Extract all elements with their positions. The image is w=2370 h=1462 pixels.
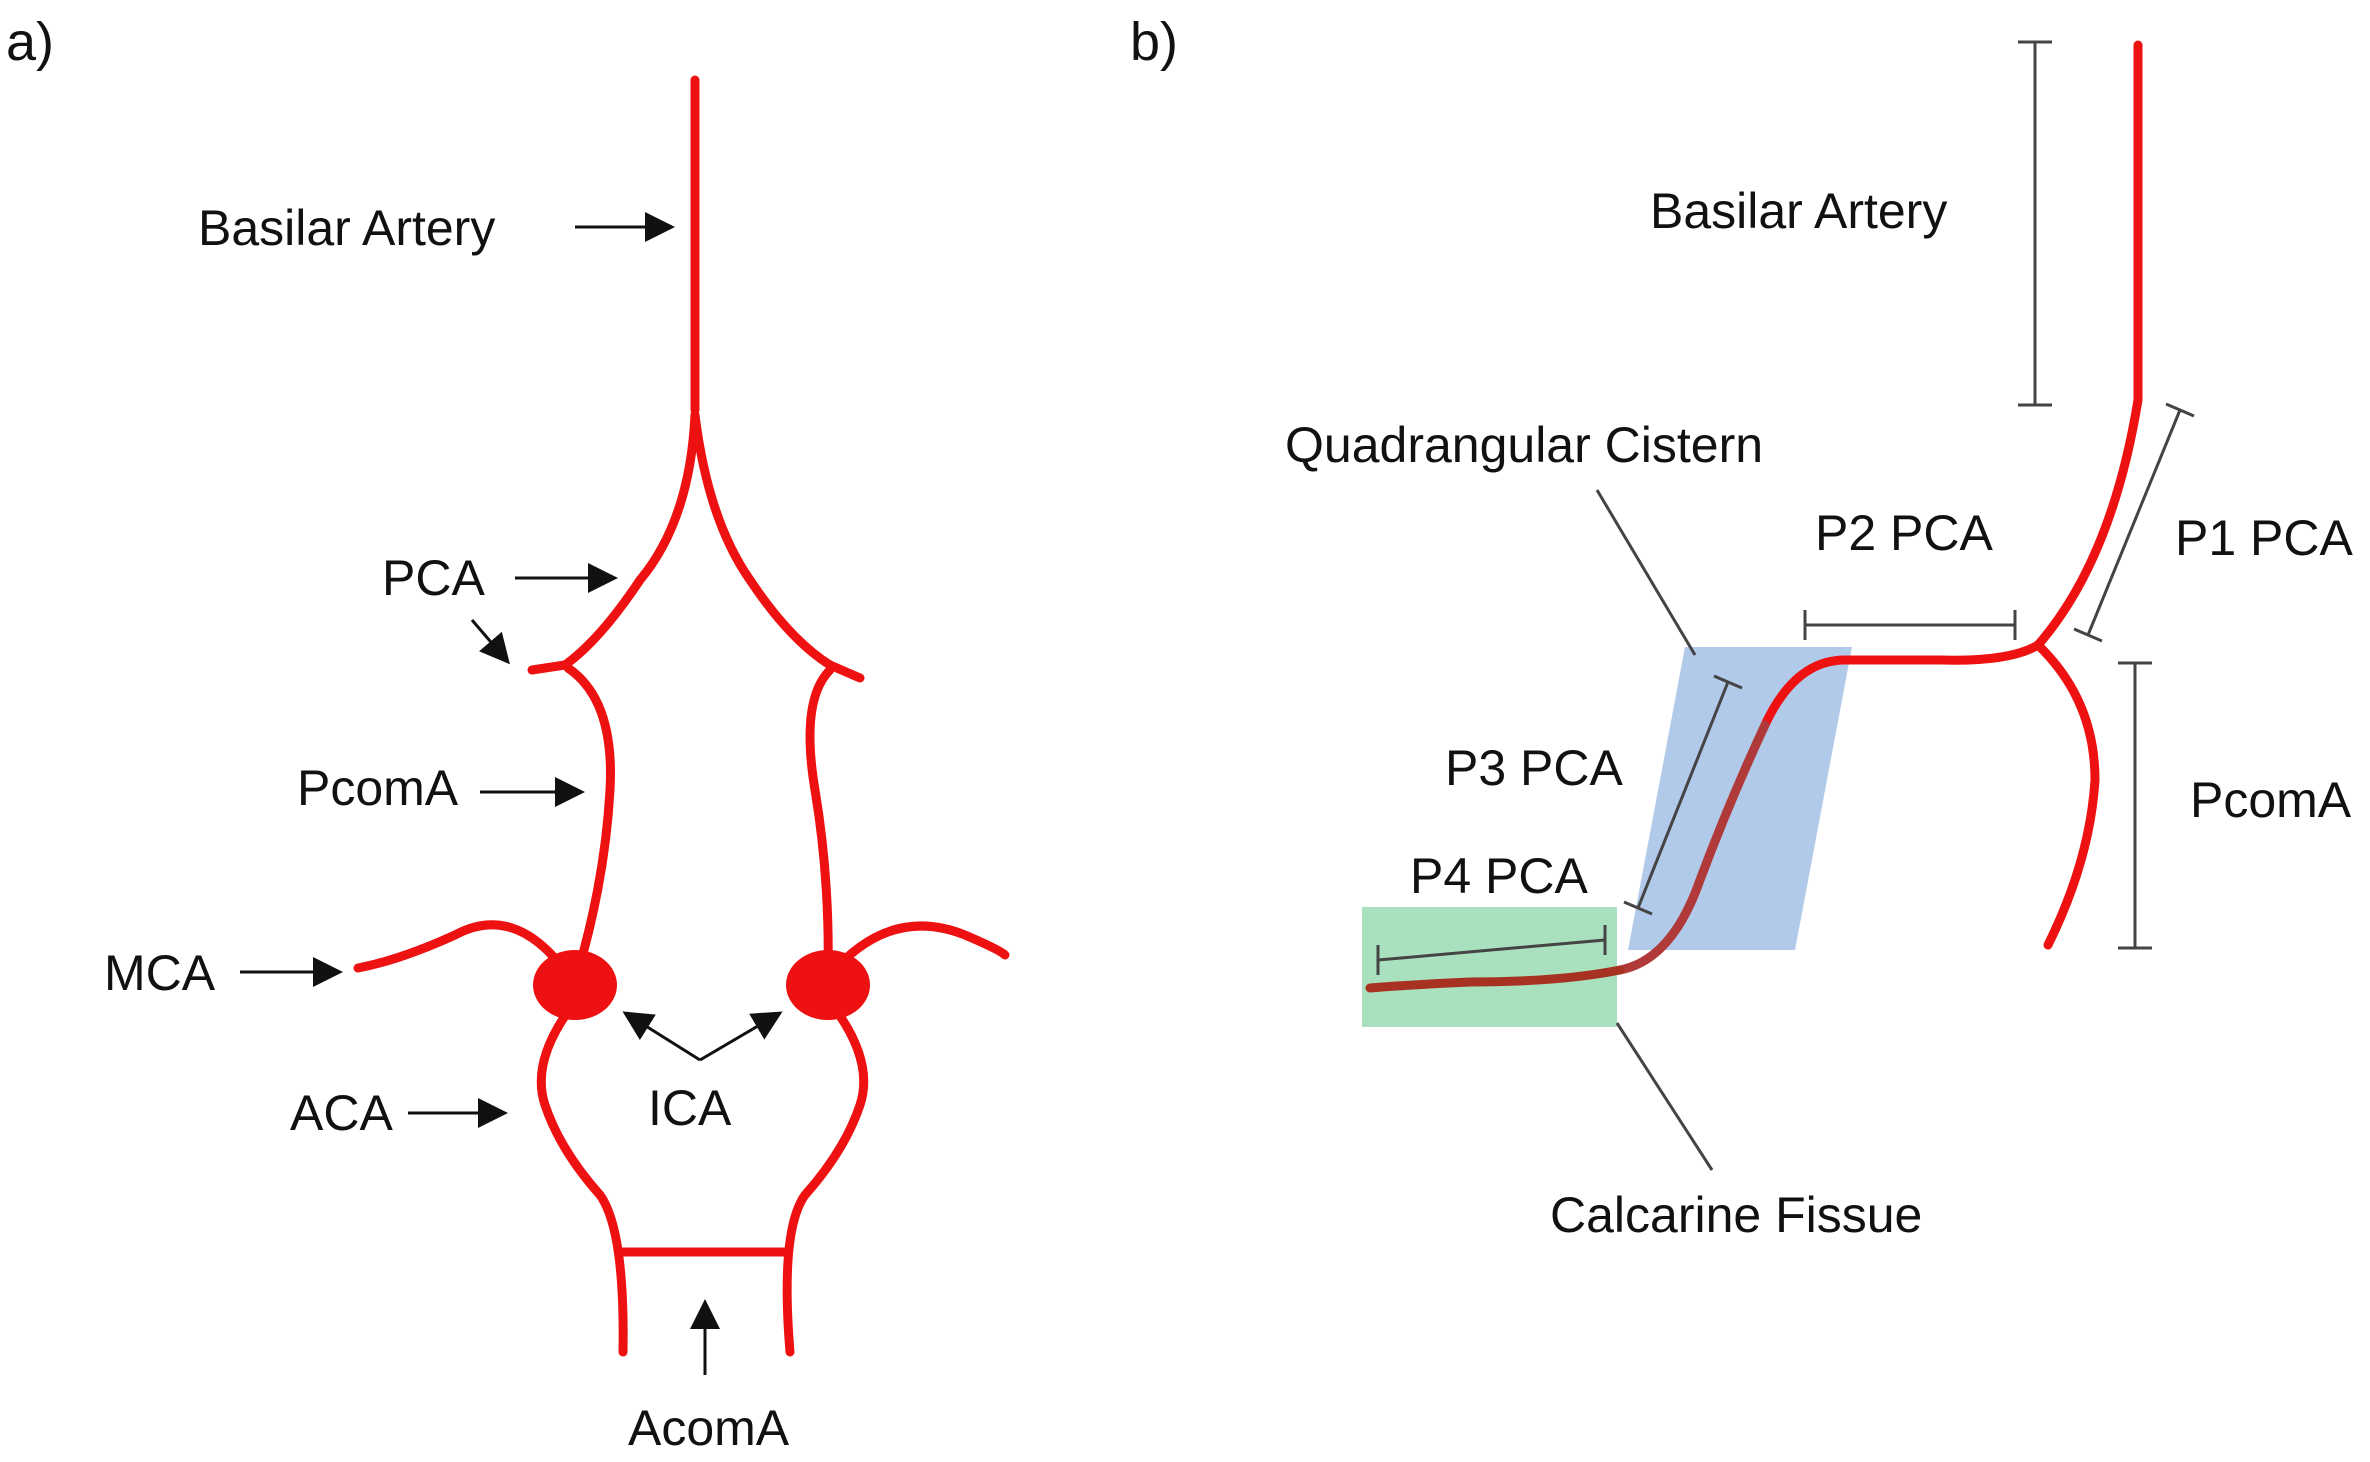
quadrangular-cistern-region	[1628, 647, 1852, 950]
panel-b-label: b)	[1130, 12, 1178, 72]
ica-arrow-left	[622, 1011, 701, 1062]
p3-pca-vessel	[1615, 720, 1770, 975]
ica-label: ICA	[648, 1080, 732, 1136]
aca-right-vessel	[782, 997, 869, 1357]
pca-label: PCA	[382, 550, 485, 606]
basilar-artery-bracket	[2018, 40, 2052, 407]
panel-a-arrows	[240, 212, 783, 1375]
mca-label: MCA	[104, 945, 216, 1001]
p4-pca-vessel	[1365, 965, 1625, 993]
ica-left-node	[533, 950, 617, 1020]
aca-left-vessel	[536, 997, 628, 1357]
p4-pca-label: P4 PCA	[1410, 848, 1589, 904]
pcoma-label-b: PcomA	[2190, 772, 2352, 828]
pcoma-vessel-b	[2033, 640, 2100, 950]
p1-pca-vessel	[2033, 395, 2143, 650]
panel-b: b)	[1130, 12, 2354, 1243]
p2-pca-label: P2 PCA	[1815, 505, 1994, 561]
acoma-label: AcomA	[628, 1400, 790, 1456]
p2-pca-vessel	[1760, 640, 2043, 730]
panel-b-labels: Basilar Artery Quadrangular Cistern P1 P…	[1285, 183, 2354, 1243]
panel-b-pointers	[1595, 489, 1714, 1171]
p3-pca-bracket	[1623, 674, 1743, 916]
panel-a-label: a)	[6, 12, 54, 72]
calcarine-fissure-label: Calcarine Fissue	[1550, 1187, 1922, 1243]
p1-pca-bracket	[2073, 402, 2195, 643]
panel-a: a) Basilar Artery	[6, 12, 1010, 1456]
pca-right-vessel	[690, 410, 865, 683]
pcoma-right-vessel	[805, 665, 835, 980]
p4-pca-bracket	[1376, 925, 1607, 975]
calcarine-fissure-region	[1362, 907, 1617, 1027]
ica-arrow-right	[699, 1011, 783, 1062]
pcoma-left-vessel	[563, 663, 615, 980]
panel-b-brackets	[1376, 40, 2195, 975]
basilar-artery-label-b: Basilar Artery	[1650, 183, 1947, 239]
mca-right-vessel	[825, 921, 1010, 980]
pca-left-vessel	[527, 410, 700, 675]
mca-left-vessel	[353, 920, 580, 990]
p1-pca-label: P1 PCA	[2175, 510, 2354, 566]
pcoma-label-a: PcomA	[297, 760, 459, 816]
quadrangular-cistern-pointer	[1595, 489, 1697, 656]
pca-branch-arrow	[470, 619, 510, 665]
p2-pca-bracket	[1803, 610, 2017, 640]
panel-b-arteries	[1365, 40, 2143, 993]
pcoma-bracket	[2118, 661, 2152, 950]
p3-pca-label: P3 PCA	[1445, 740, 1624, 796]
ica-right-node	[786, 950, 870, 1020]
aca-label: ACA	[290, 1085, 393, 1141]
panel-a-labels: Basilar Artery PCA PcomA MCA ACA ICA Aco…	[104, 200, 790, 1456]
basilar-artery-label-a: Basilar Artery	[198, 200, 495, 256]
calcarine-fissure-pointer	[1615, 1022, 1714, 1171]
panel-a-arteries	[353, 75, 1010, 1357]
quadrangular-cistern-label: Quadrangular Cistern	[1285, 417, 1763, 473]
